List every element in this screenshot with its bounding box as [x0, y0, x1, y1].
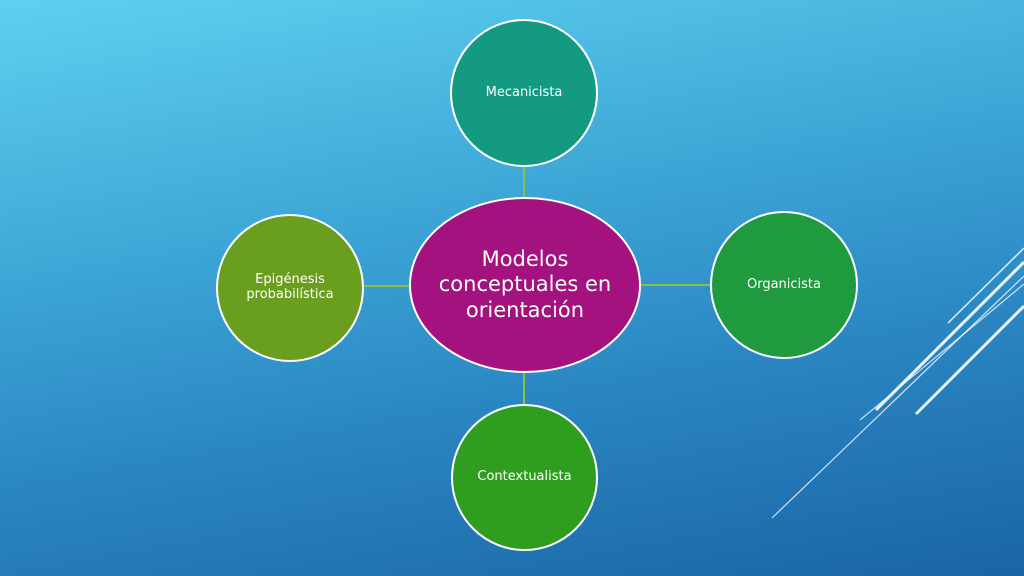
connector-top: [523, 165, 525, 199]
connector-bottom: [523, 371, 525, 406]
node-mecanicista: Mecanicista: [450, 19, 598, 167]
node-contextualista-label: Contextualista: [477, 469, 572, 485]
center-node: Modelos conceptuales en orientación: [409, 197, 641, 373]
node-organicista-label: Organicista: [746, 276, 821, 292]
node-organicista: Organicista: [710, 211, 858, 359]
node-mecanicista-label: Mecanicista: [485, 84, 563, 100]
connector-right: [639, 284, 712, 286]
center-node-label: Modelos conceptuales en orientación: [438, 247, 612, 322]
node-epigenesis-label: Epigénesis probabilística: [246, 272, 334, 302]
node-epigenesis: Epigénesis probabilística: [216, 214, 364, 362]
connector-left: [362, 285, 411, 287]
node-contextualista: Contextualista: [451, 404, 598, 551]
